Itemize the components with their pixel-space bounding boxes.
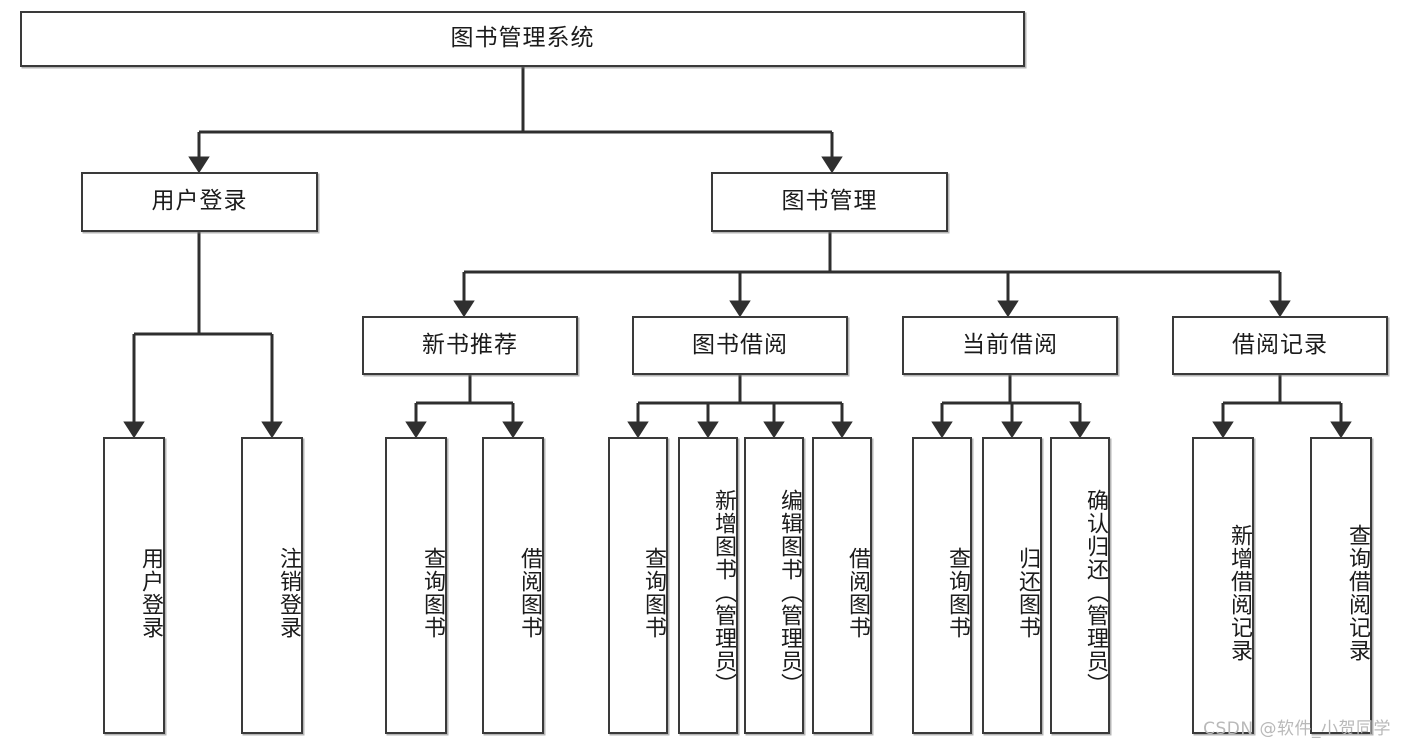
node-current-borrow[interactable]: 当前借阅: [902, 316, 1118, 375]
leaf-borrow-query-book[interactable]: 查询图书: [608, 437, 668, 734]
leaf-records-add-record-label: 新增借阅记录: [1227, 523, 1252, 662]
node-borrow-records[interactable]: 借阅记录: [1172, 316, 1388, 375]
leaf-borrow-borrow-book-label: 借阅图书: [845, 546, 870, 639]
node-book-management-label: 图书管理: [781, 188, 878, 215]
leaf-records-add-record[interactable]: 新增借阅记录: [1192, 437, 1254, 734]
leaf-user-logout[interactable]: 注销登录: [241, 437, 303, 734]
leaf-current-query-book[interactable]: 查询图书: [912, 437, 972, 734]
leaf-newbook-query-book[interactable]: 查询图书: [385, 437, 447, 734]
leaf-newbook-borrow-book-label: 借阅图书: [517, 546, 542, 639]
leaf-borrow-query-book-label: 查询图书: [641, 546, 666, 639]
leaf-current-confirm-return-admin[interactable]: 确认归还（管理员）: [1050, 437, 1110, 734]
leaf-user-login-label: 用户登录: [138, 546, 163, 639]
node-new-book-recommend-label: 新书推荐: [422, 331, 518, 358]
leaf-current-return-book-label: 归还图书: [1015, 546, 1040, 639]
leaf-user-login[interactable]: 用户登录: [103, 437, 165, 734]
leaf-user-logout-label: 注销登录: [276, 546, 301, 639]
csdn-watermark: CSDN @软件_小贺同学: [1203, 719, 1391, 739]
node-user-login[interactable]: 用户登录: [81, 172, 318, 232]
leaf-current-confirm-return-admin-label: 确认归还（管理员）: [1083, 489, 1108, 696]
node-book-management[interactable]: 图书管理: [711, 172, 948, 232]
node-root-label: 图书管理系统: [450, 25, 595, 52]
node-current-borrow-label: 当前借阅: [962, 331, 1058, 358]
leaf-borrow-add-book-admin-label: 新增图书（管理员）: [711, 489, 736, 696]
leaf-newbook-query-book-label: 查询图书: [420, 546, 445, 639]
leaf-borrow-add-book-admin[interactable]: 新增图书（管理员）: [678, 437, 738, 734]
node-user-login-label: 用户登录: [151, 188, 248, 215]
node-book-borrow-label: 图书借阅: [692, 331, 788, 358]
node-root[interactable]: 图书管理系统: [20, 11, 1025, 67]
leaf-current-query-book-label: 查询图书: [945, 546, 970, 639]
leaf-borrow-borrow-book[interactable]: 借阅图书: [812, 437, 872, 734]
node-book-borrow[interactable]: 图书借阅: [632, 316, 848, 375]
leaf-borrow-edit-book-admin[interactable]: 编辑图书（管理员）: [744, 437, 804, 734]
leaf-current-return-book[interactable]: 归还图书: [982, 437, 1042, 734]
leaf-borrow-edit-book-admin-label: 编辑图书（管理员）: [777, 489, 802, 696]
node-new-book-recommend[interactable]: 新书推荐: [362, 316, 578, 375]
node-borrow-records-label: 借阅记录: [1232, 331, 1328, 358]
leaf-records-query-record[interactable]: 查询借阅记录: [1310, 437, 1372, 734]
leaf-records-query-record-label: 查询借阅记录: [1345, 523, 1370, 662]
leaf-newbook-borrow-book[interactable]: 借阅图书: [482, 437, 544, 734]
